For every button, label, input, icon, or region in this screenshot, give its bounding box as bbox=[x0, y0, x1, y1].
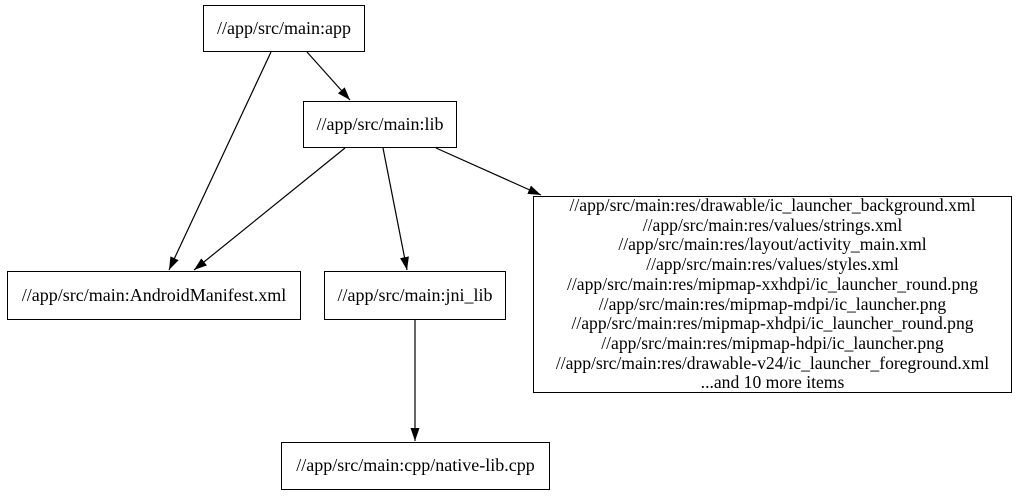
node-lib: //app/src/main:lib bbox=[303, 101, 457, 148]
node-app: //app/src/main:app bbox=[203, 5, 365, 52]
node-androidmanifest: //app/src/main:AndroidManifest.xml bbox=[7, 271, 301, 320]
res-file-line: //app/src/main:res/mipmap-xxhdpi/ic_laun… bbox=[567, 273, 978, 294]
res-file-line: //app/src/main:res/drawable/ic_launcher_… bbox=[569, 194, 976, 215]
edge-app-to-lib bbox=[306, 51, 351, 101]
res-file-line: //app/src/main:res/values/strings.xml bbox=[642, 214, 903, 235]
node-lib-label: //app/src/main:lib bbox=[316, 113, 444, 134]
res-file-line: //app/src/main:res/mipmap-xhdpi/ic_launc… bbox=[571, 313, 974, 334]
res-file-line: //app/src/main:res/drawable-v24/ic_launc… bbox=[555, 352, 990, 373]
res-file-line: //app/src/main:res/values/styles.xml bbox=[646, 254, 899, 275]
node-androidmanifest-label: //app/src/main:AndroidManifest.xml bbox=[21, 284, 287, 305]
node-app-label: //app/src/main:app bbox=[217, 17, 351, 38]
edge-app-to-androidmanifest bbox=[168, 51, 272, 271]
res-file-line: //app/src/main:res/mipmap-mdpi/ic_launch… bbox=[598, 293, 947, 314]
res-file-line: //app/src/main:res/layout/activity_main.… bbox=[618, 234, 927, 255]
res-file-line: //app/src/main:res/mipmap-hdpi/ic_launch… bbox=[601, 332, 944, 353]
res-more-items-line: ...and 10 more items bbox=[700, 372, 845, 393]
node-native-lib-cpp-label: //app/src/main:cpp/native-lib.cpp bbox=[296, 455, 535, 476]
edge-lib-to-res-group bbox=[435, 147, 542, 196]
node-jni-lib-label: //app/src/main:jni_lib bbox=[337, 284, 493, 305]
node-jni-lib: //app/src/main:jni_lib bbox=[324, 271, 506, 320]
node-native-lib-cpp: //app/src/main:cpp/native-lib.cpp bbox=[281, 442, 550, 490]
edge-lib-to-androidmanifest bbox=[193, 147, 346, 271]
edge-lib-to-jni-lib bbox=[382, 147, 409, 271]
node-res-group: //app/src/main:res/drawable/ic_launcher_… bbox=[533, 194, 1012, 393]
